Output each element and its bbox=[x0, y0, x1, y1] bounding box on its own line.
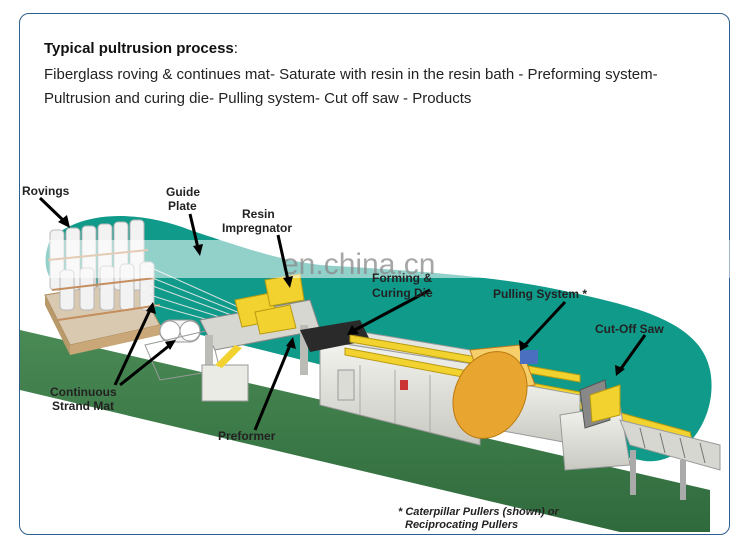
factory-floor bbox=[20, 330, 710, 532]
label-resin-2: Impregnator bbox=[222, 221, 292, 235]
label-guide-plate-2: Plate bbox=[168, 199, 197, 213]
label-forming: Forming & bbox=[372, 271, 432, 285]
title-text: Typical pultrusion process bbox=[44, 40, 234, 57]
label-strand-mat-2: Strand Mat bbox=[52, 399, 114, 413]
title-colon: : bbox=[233, 40, 238, 57]
label-pulling-system: Pulling System * bbox=[493, 287, 587, 301]
footnote-line-2: Reciprocating Pullers bbox=[405, 519, 518, 531]
label-preformer: Preformer bbox=[218, 429, 276, 443]
label-strand-mat-1: Continuous bbox=[50, 385, 117, 399]
strand-mat-rolls bbox=[144, 319, 221, 381]
label-curing-die: Curing Die bbox=[372, 286, 433, 300]
arrow-heads bbox=[58, 215, 625, 376]
watermark-band bbox=[20, 240, 730, 278]
label-arrows bbox=[38, 196, 647, 431]
pultrusion-diagram: en.china.cn Rovings Guide Plate Resin Im… bbox=[20, 184, 730, 532]
resin-impregnator bbox=[199, 273, 321, 402]
label-resin-1: Resin bbox=[242, 207, 275, 221]
label-guide-plate-1: Guide bbox=[166, 185, 200, 199]
watermark-text: en.china.cn bbox=[282, 248, 435, 281]
cut-off-saw bbox=[559, 379, 721, 500]
process-description: Fiberglass roving & continues mat- Satur… bbox=[44, 66, 658, 107]
page-title: Typical pultrusion process: bbox=[44, 40, 238, 57]
pulling-system bbox=[452, 344, 581, 446]
footnote-line-1: * Caterpillar Pullers (shown) or bbox=[398, 506, 559, 518]
label-cut-off-saw: Cut-Off Saw bbox=[595, 322, 664, 336]
label-rovings: Rovings bbox=[22, 184, 70, 198]
